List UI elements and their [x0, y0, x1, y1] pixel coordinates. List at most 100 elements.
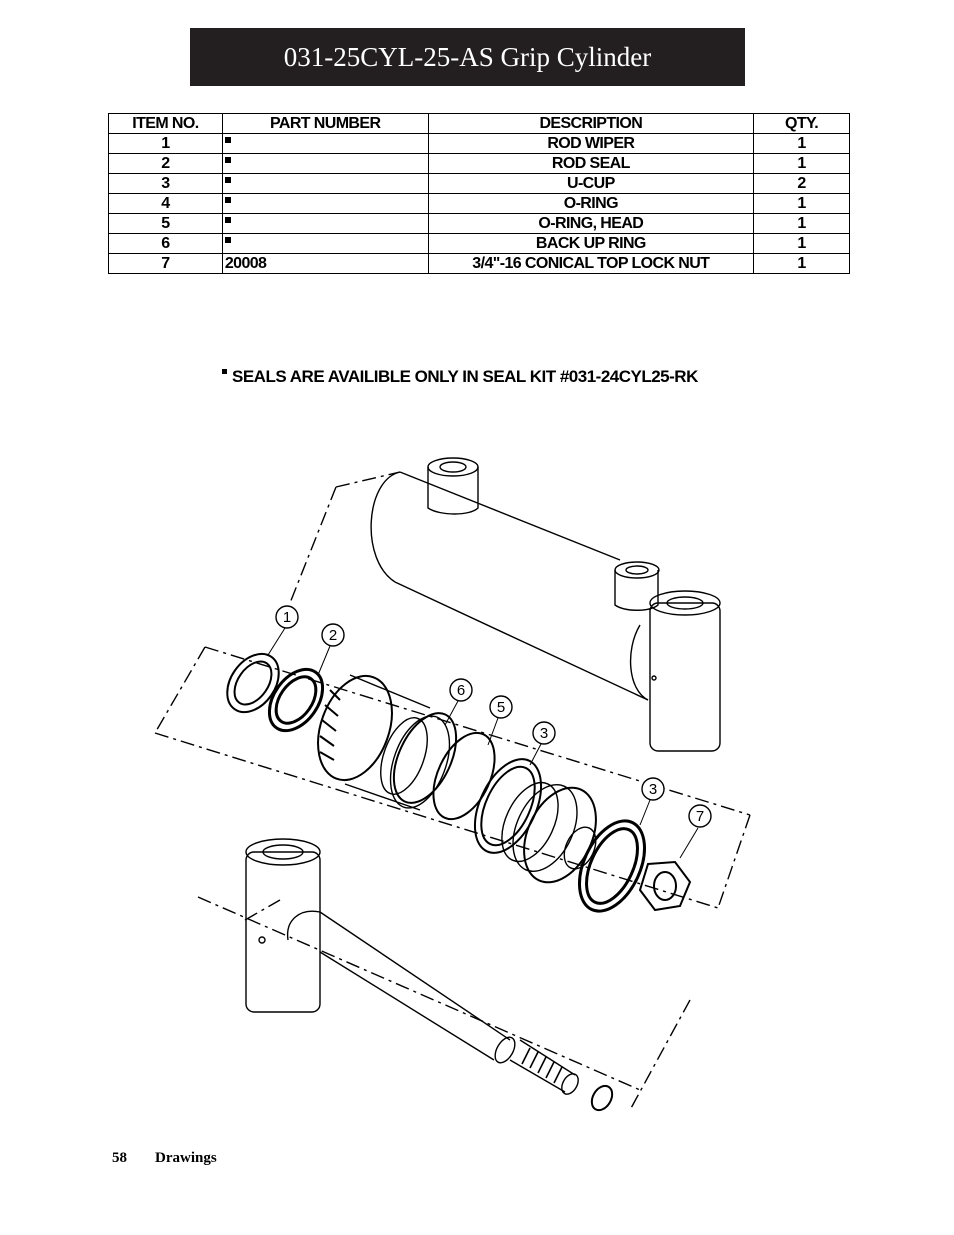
callout-bubble: 3 [532, 721, 556, 745]
part-number-cell [221, 213, 429, 234]
callout-circle [275, 605, 299, 629]
seal-marker-icon [224, 217, 231, 223]
qty-cell-text: 1 [797, 255, 806, 272]
part-number-cell: 20008 [221, 253, 429, 274]
item-no-cell-text: 1 [161, 135, 170, 152]
table-row: 2 ROD SEAL 1 [108, 153, 850, 174]
piston [501, 781, 597, 884]
callout-bubble: 2 [321, 623, 345, 647]
qty-cell-text: 1 [797, 195, 806, 212]
callout-circle [532, 721, 556, 745]
callout-number: 1 [283, 609, 291, 626]
callout-circle [641, 777, 665, 801]
callout-bubble: 1 [275, 605, 299, 629]
qty-cell-text: 1 [797, 155, 806, 172]
qty-cell: 1 [753, 233, 850, 254]
callout-bubble: 6 [449, 678, 473, 702]
callout-number: 7 [696, 808, 704, 825]
qty-cell-text: 2 [797, 175, 806, 192]
barrel-dashed-outline [289, 471, 401, 604]
rod-end-washer [590, 1084, 614, 1112]
header-part-number: PART NUMBER [221, 113, 429, 134]
backup-ring [392, 712, 458, 804]
item-no-cell: 6 [108, 233, 223, 254]
part-number-cell [221, 133, 429, 154]
seal-marker-icon [224, 157, 231, 163]
seal-marker-icon [222, 369, 227, 374]
part-number-cell [221, 173, 429, 194]
description-cell: O-RING [427, 193, 755, 214]
item-no-cell-text: 5 [161, 215, 170, 232]
item-no-cell-text: 6 [161, 235, 170, 252]
description-cell: ROD WIPER [427, 133, 755, 154]
callout-number: 5 [497, 699, 505, 716]
item-no-cell-text: 4 [161, 195, 170, 212]
callout-number: 2 [329, 627, 337, 644]
seal-kit-note-text: SEALS ARE AVAILIBLE ONLY IN SEAL KIT #03… [232, 367, 698, 386]
item-no-cell: 7 [108, 253, 223, 274]
description-cell: O-RING, HEAD [427, 213, 755, 234]
item-no-cell: 3 [108, 173, 223, 194]
page-number: 58 [112, 1150, 127, 1166]
qty-cell: 1 [753, 253, 850, 274]
page-title: 031-25CYL-25-AS Grip Cylinder [190, 28, 745, 86]
item-no-cell: 2 [108, 153, 223, 174]
item-no-cell-text: 3 [161, 175, 170, 192]
item-no-cell: 1 [108, 133, 223, 154]
lock-nut [638, 860, 692, 912]
table-row: 7 20008 3/4"-16 CONICAL TOP LOCK NUT 1 [108, 253, 850, 274]
section-name: Drawings [155, 1150, 217, 1166]
callout-number: 3 [540, 725, 548, 742]
description-cell-text: O-RING [563, 195, 619, 212]
seal-marker-icon [224, 237, 231, 243]
callout-number: 6 [457, 682, 465, 699]
callout-bubble: 7 [688, 804, 712, 828]
cylinder-gland [317, 674, 451, 811]
callout-leaders [267, 627, 699, 859]
item-no-cell: 5 [108, 213, 223, 234]
description-cell-text: 3/4"-16 CONICAL TOP LOCK NUT [472, 255, 710, 272]
piston-rod [245, 838, 614, 1112]
description-cell: U-CUP [427, 173, 755, 194]
item-no-cell: 4 [108, 193, 223, 214]
callout-bubble: 5 [489, 695, 513, 719]
qty-cell: 1 [753, 193, 850, 214]
header-qty: QTY. [753, 113, 850, 134]
item-no-cell-text: 7 [161, 255, 170, 272]
table-row: 1 ROD WIPER 1 [108, 133, 850, 154]
description-cell: ROD SEAL [427, 153, 755, 174]
rod-wiper-ring [226, 652, 280, 714]
rod-seal-ring [267, 667, 325, 733]
callout-circle [321, 623, 345, 647]
page-footer: 58 Drawings [112, 1150, 245, 1167]
callout-circle [449, 678, 473, 702]
table-row: 5 O-RING, HEAD 1 [108, 213, 850, 234]
part-number-cell [221, 153, 429, 174]
part-number-cell [221, 233, 429, 254]
cylinder-barrel [370, 457, 721, 752]
description-cell: BACK UP RING [427, 233, 755, 254]
part-number-cell-text: 20008 [224, 255, 267, 272]
qty-cell-text: 1 [797, 215, 806, 232]
u-cup-seal-b [578, 819, 646, 913]
qty-cell: 1 [753, 133, 850, 154]
table-header-row: ITEM NO. PART NUMBER DESCRIPTION QTY. [108, 113, 850, 134]
header-item-no: ITEM NO. [108, 113, 223, 134]
qty-cell: 1 [753, 213, 850, 234]
qty-cell: 1 [753, 153, 850, 174]
o-ring-head [432, 731, 496, 821]
callout-circle [489, 695, 513, 719]
description-cell-text: ROD SEAL [551, 155, 630, 172]
qty-cell: 2 [753, 173, 850, 194]
item-no-cell-text: 2 [161, 155, 170, 172]
table-row: 4 O-RING 1 [108, 193, 850, 214]
callout-circle [688, 804, 712, 828]
part-number-cell [221, 193, 429, 214]
description-cell-text: ROD WIPER [547, 135, 635, 152]
callout-number: 3 [649, 781, 657, 798]
table-row: 6 BACK UP RING 1 [108, 233, 850, 254]
description-cell-text: BACK UP RING [535, 235, 646, 252]
exploded-view-drawing: 1 2 6 5 3 3 7 [154, 457, 751, 1112]
callout-bubble: 3 [641, 777, 665, 801]
